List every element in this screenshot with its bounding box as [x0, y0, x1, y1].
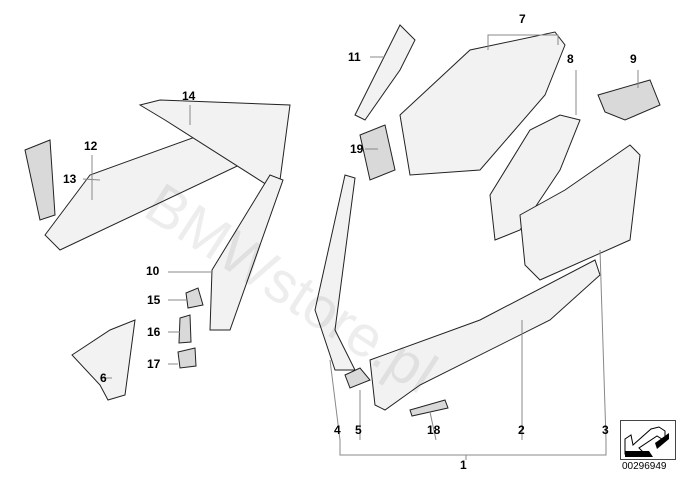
part-19-plate: [359, 124, 396, 181]
label-12: 12: [84, 139, 98, 153]
part-18-bracket: [409, 399, 449, 417]
part-2-rocker: [369, 259, 601, 411]
label-18: 18: [427, 423, 441, 437]
part-8-arch-liner: [489, 114, 581, 241]
part-9-bracket: [597, 79, 661, 121]
part-13-bracket: [24, 139, 56, 221]
label-16: 16: [147, 325, 161, 339]
direction-arrow-icon: [620, 420, 676, 460]
label-13: 13: [63, 172, 77, 186]
part-5-bracket: [344, 367, 371, 389]
label-1: 1: [460, 458, 467, 472]
part-17-bracket: [177, 347, 197, 369]
part-4-a-pillar: [314, 174, 356, 371]
label-2: 2: [518, 423, 525, 437]
label-11: 11: [348, 50, 361, 64]
label-17: 17: [147, 357, 161, 371]
part-15-bracket: [185, 287, 204, 309]
label-15: 15: [147, 293, 161, 307]
part-16-bracket: [178, 314, 192, 344]
part-3-side-panel: [519, 144, 641, 281]
part-7-wheel-arch: [399, 31, 566, 176]
label-8: 8: [567, 52, 574, 66]
label-4: 4: [334, 423, 341, 437]
label-19: 19: [350, 142, 364, 156]
label-6: 6: [100, 371, 107, 385]
part-6-floor-bracket: [71, 319, 136, 401]
leader-lines: [82, 34, 639, 460]
label-9: 9: [630, 52, 637, 66]
label-14: 14: [182, 89, 196, 103]
part-11-strut: [354, 24, 416, 121]
label-5: 5: [355, 423, 362, 437]
label-3: 3: [602, 423, 609, 437]
label-10: 10: [146, 264, 160, 278]
part-10-b-pillar: [209, 174, 284, 331]
label-7: 7: [519, 12, 526, 26]
part-number: 00296949: [622, 461, 667, 472]
